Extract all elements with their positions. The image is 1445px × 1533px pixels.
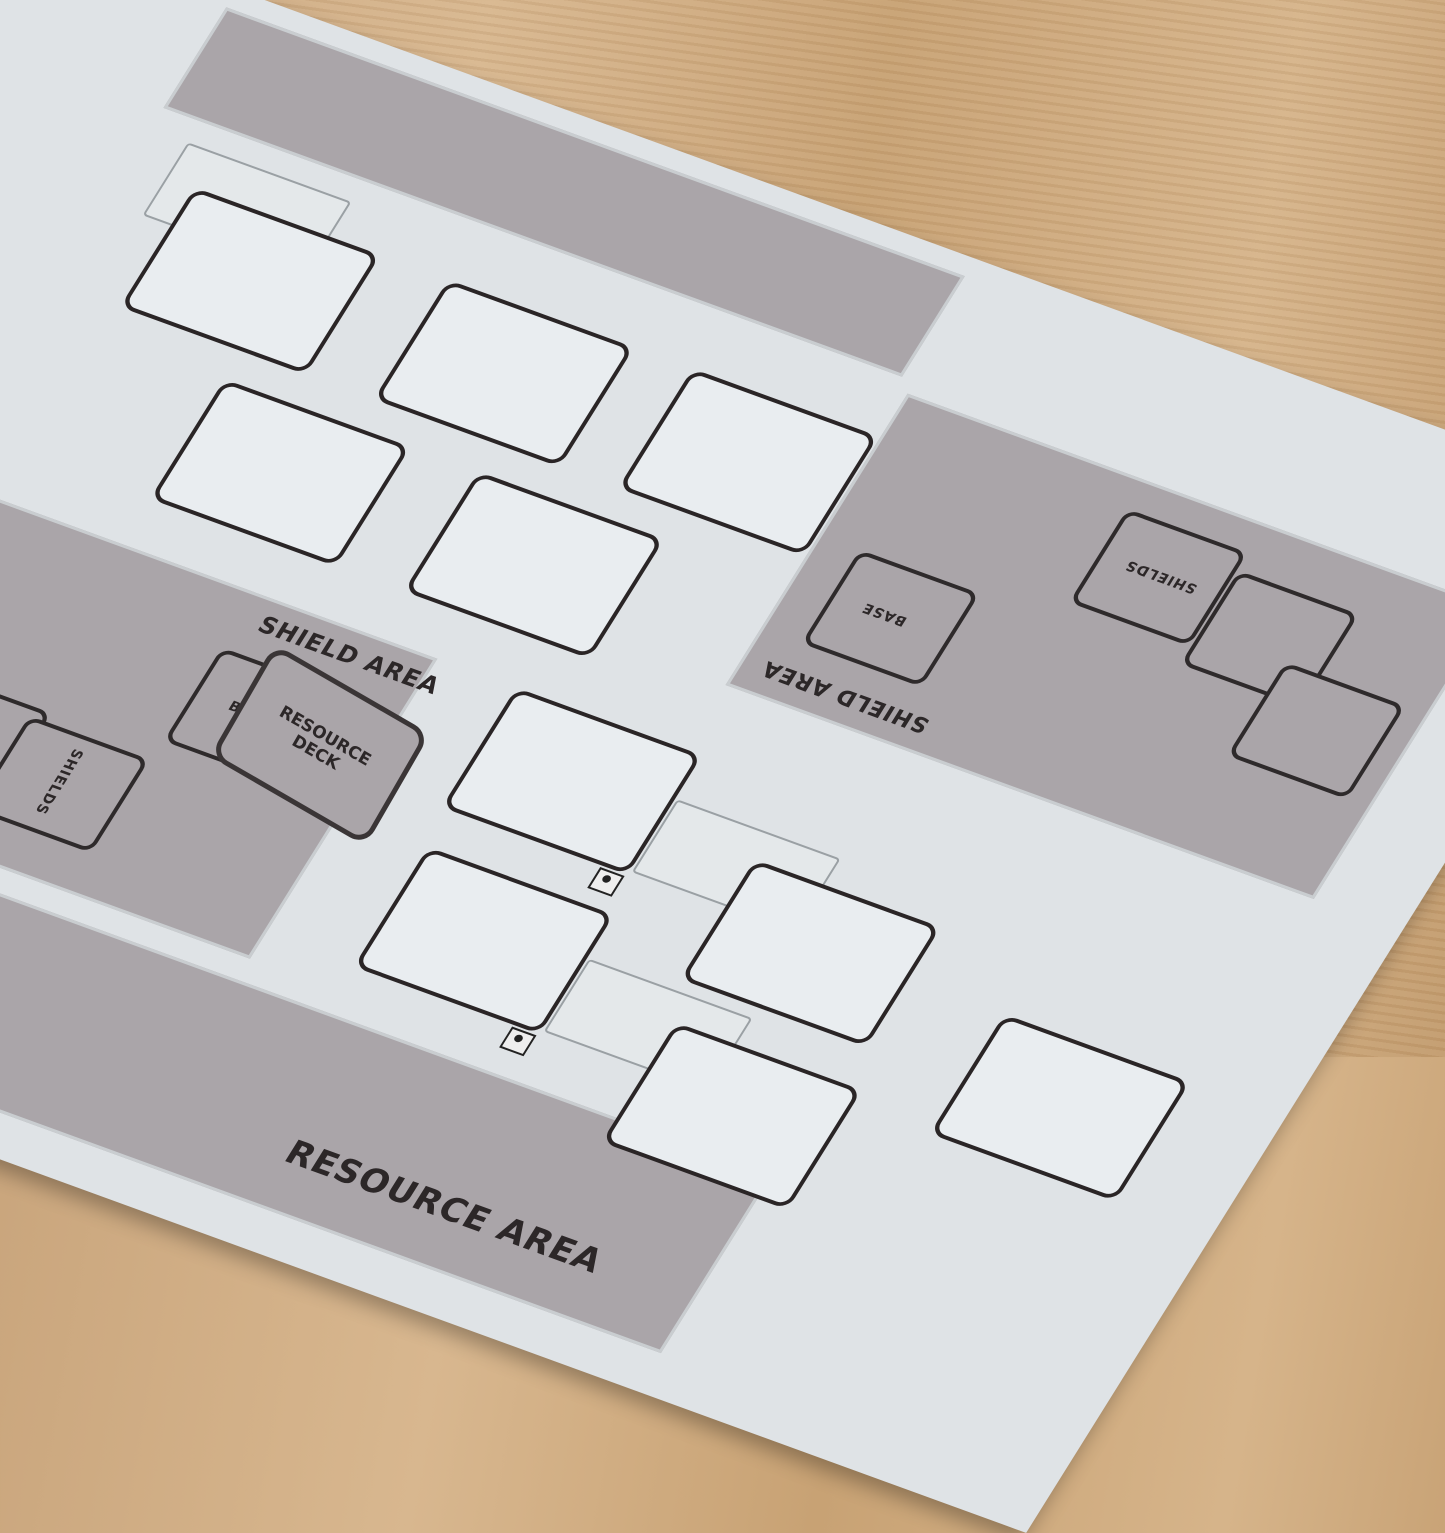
far-base-label: BASE xyxy=(859,599,911,629)
card-slot xyxy=(149,379,411,567)
near-shield-slot: SHIELDS xyxy=(0,715,150,854)
resource-deck-label: RESOURCE DECK xyxy=(275,702,375,775)
card-slot xyxy=(403,471,665,659)
unit-silhouette-icon xyxy=(587,867,625,897)
far-shields-label: SHIELDS xyxy=(1122,556,1201,597)
unit-silhouette-icon xyxy=(499,1026,537,1057)
resource-area-label: RESOURCE AREA xyxy=(277,1133,611,1282)
card-slot xyxy=(929,1014,1191,1202)
near-shields-label: SHIELDS xyxy=(30,746,87,817)
card-slot xyxy=(373,279,635,468)
far-base-slot: BASE xyxy=(801,549,980,688)
